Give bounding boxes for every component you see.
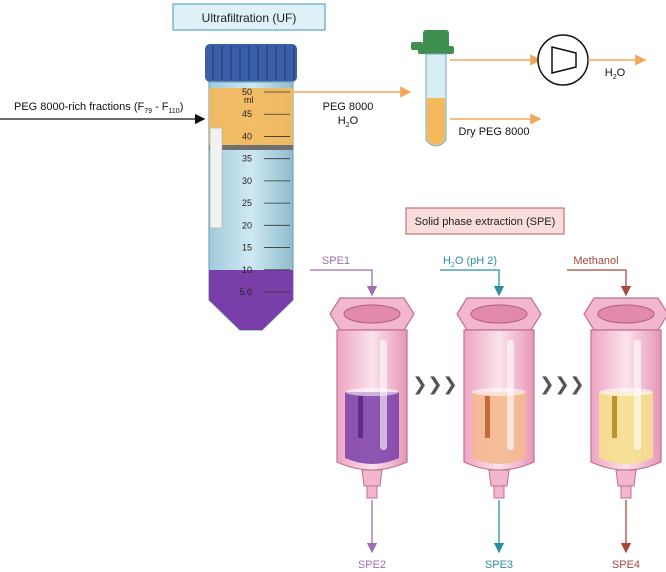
spe2-label: SPE2 [358,559,386,571]
separator-chevrons-2: ❯❯❯ [539,374,584,395]
cartridge-tip [615,469,637,487]
h2o-ph2-flow: H2O (pH 2) [440,255,505,297]
graduation-label: 10 [242,265,252,275]
spe1-arrow [310,269,378,297]
spe-cartridge-3 [583,297,666,499]
cartridge-liquid [345,392,399,464]
h2o-ph2-label: H2O (pH 2) [443,255,497,269]
small-tube [411,30,454,147]
cartridge-liquid [472,392,526,464]
graduation-label: 5.0 [239,287,252,297]
uf-tube-cap [205,44,297,82]
small-tube-cap [423,30,449,50]
graduation-unit: ml [244,95,254,105]
methanol-arrow [567,269,632,297]
uf-title-box: Ultrafiltration (UF) [172,3,326,31]
spe1-label: SPE1 [322,255,350,267]
graduation-label: 50 [242,87,252,97]
spe4-label: SPE4 [612,559,640,571]
uf-tube-label-strip [209,127,223,229]
spe3-label: SPE3 [485,559,513,571]
small-tube-fill [427,98,445,145]
h2o-label-uf: H2O [338,115,359,129]
graduation-label: 25 [242,198,252,208]
h2o-ph2-arrow [440,269,505,297]
graduation-label: 30 [242,176,252,186]
spe-title-box: Solid phase extraction (SPE) [405,207,565,235]
h2o-label-evap: H2O [605,67,626,81]
spe-cartridges [329,297,666,499]
cartridge-tip [488,469,510,487]
graduation-label: 45 [242,109,252,119]
uf-output-arrows: PEG 8000 H2O [293,86,412,129]
graduation-label: 20 [242,220,252,230]
spe-title: Solid phase extraction (SPE) [415,216,556,228]
evaporator-group: H2O Dry PEG 8000 [450,34,647,138]
spe-outputs: SPE2 SPE3 SPE4 [358,500,640,571]
uf-title: Ultrafiltration (UF) [202,11,297,25]
graduation-label: 40 [242,131,252,141]
peg-label: PEG 8000 [323,101,374,113]
cartridge-tip [361,469,383,487]
input-arrow-group: PEG 8000-rich fractions (F79 - F110) [0,101,206,125]
input-label: PEG 8000-rich fractions (F79 - F110) [14,101,183,115]
spe-cartridge-2 [456,297,542,499]
cartridge-liquid [599,392,653,464]
graduation-label: 15 [242,243,252,253]
spe-cartridge-1 [329,297,415,499]
uf-membrane [209,145,293,150]
separator-chevrons-1: ❯❯❯ [412,374,457,395]
graduation-label: 35 [242,154,252,164]
methanol-flow: Methanol [567,255,632,297]
spe1-flow: SPE1 [310,255,378,297]
uf-purple-zone [209,270,293,330]
dry-peg-label: Dry PEG 8000 [459,126,530,138]
methanol-label: Methanol [573,255,618,267]
